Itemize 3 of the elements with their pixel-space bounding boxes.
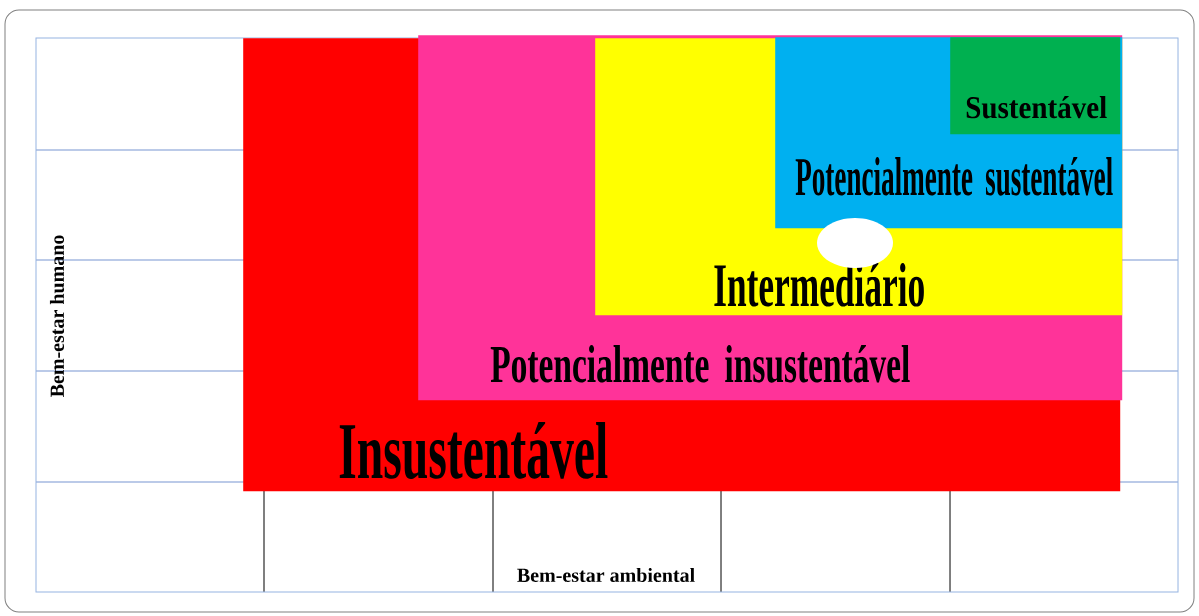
axis-label: Bem-estar humano bbox=[49, 235, 65, 398]
zone-region: Sustentável bbox=[950, 37, 1121, 135]
axis-label: Bem-estar ambiental bbox=[517, 567, 695, 583]
